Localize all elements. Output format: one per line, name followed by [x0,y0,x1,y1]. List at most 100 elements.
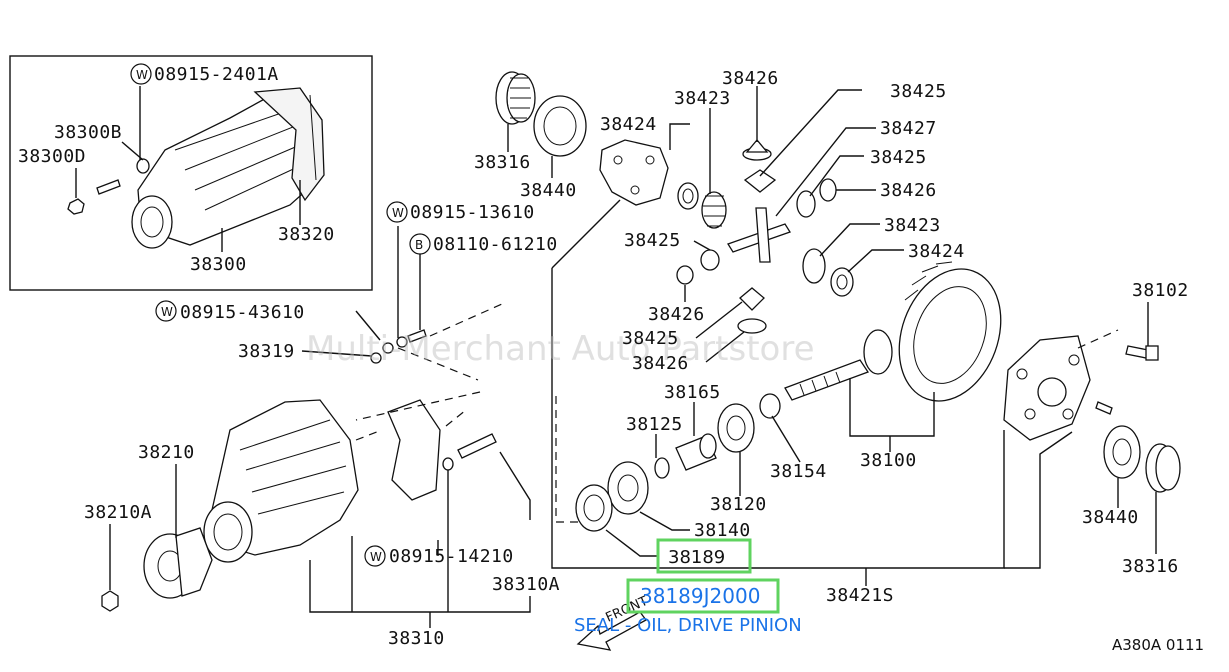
leader-38424-a [669,123,690,150]
bolt-08915-14210-drawing [442,433,497,471]
leader-38310A [499,451,531,520]
washer-38125-drawing [654,457,670,479]
bolt-38102-drawing [1125,345,1159,361]
label-38440-bot: 38440 [1082,507,1139,528]
assembly-dash-pinion [555,396,578,523]
w-letter-4: W [370,550,382,564]
bearing-38316-top-drawing [495,71,536,125]
leader-38100 [849,378,935,437]
label-38300D: 38300D [18,146,86,167]
w-circle-icon-2 [386,201,408,223]
leader-case-link [551,199,621,269]
leader-38319 [301,350,373,357]
pinion-mate-38426-drawing [742,138,772,161]
highlight-part-number-box[interactable] [626,578,780,614]
bracket-38421S [551,268,1005,569]
label-38100: 38100 [860,450,917,471]
bolt-08110-61210-drawing [407,329,427,343]
label-08915-14210: 08915-14210 [389,546,514,567]
label-38102: 38102 [1132,280,1189,301]
drive-pinion-drawing [784,329,893,401]
part-number-link[interactable]: 38189J2000 [640,584,760,608]
thrust-washer-38424-b-drawing [830,267,854,297]
label-38310: 38310 [388,628,445,649]
leader-38425-b [809,155,864,197]
pinion-gear-38425-drawing [743,169,777,193]
pinion-shaft-38427-drawing [727,207,791,263]
leader-08915-43610 [355,310,381,341]
washer-38426-c-drawing [676,265,694,285]
gasket-38310A-drawing [387,399,441,501]
bearing-38440-top-drawing [533,95,587,157]
label-08915-43610: 08915-43610 [180,302,305,323]
differential-case-drawing [599,139,669,206]
label-38210A: 38210A [84,502,152,523]
nut-38210A-drawing [101,590,119,612]
label-38423-b: 38423 [884,215,941,236]
label-38425-b: 38425 [870,147,927,168]
leader-38425-d [695,301,743,339]
ring-gear-drawing [898,261,1002,402]
leader-38424-b [847,249,904,273]
label-38423-a: 38423 [674,88,731,109]
label-38426-b: 38426 [880,180,937,201]
label-38300: 38300 [190,254,247,275]
leader-38189 [605,529,658,557]
bearing-38440-bot-drawing [1103,425,1141,479]
label-38310A: 38310A [492,574,560,595]
label-38440-top: 38440 [520,180,577,201]
diff-case-right-drawing [1003,335,1091,441]
bracket-38421S-right [1004,431,1073,569]
side-gear-38423-b-drawing [802,248,826,284]
pinion-gear-38425-b-drawing [796,190,816,218]
w-circle-icon-3 [155,300,177,322]
label-38316-bot: 38316 [1122,556,1179,577]
label-08110-61210: 08110-61210 [433,234,558,255]
label-38300B: 38300B [54,122,122,143]
w-letter-2: W [392,206,404,220]
highlight-38189-box[interactable] [656,538,752,574]
label-38426-c: 38426 [648,304,705,325]
dash-housing-top [355,391,481,421]
leader-38154 [771,415,801,463]
label-38320: 38320 [278,224,335,245]
leader-38427 [775,127,876,217]
label-38426-d: 38426 [632,353,689,374]
oil-seal-38189-drawing [575,484,613,532]
leader-38425-c [693,240,711,251]
label-38125: 38125 [626,414,683,435]
label-38425-d: 38425 [622,328,679,349]
thrust-washer-38424-drawing [677,182,699,210]
leader-38140 [639,511,690,531]
watermark: Multi-Merchant Auto Partstore [306,329,815,369]
front-arrow-icon [576,611,647,651]
pinion-38425-d-drawing [739,287,765,311]
leader-38425-a [759,89,862,177]
label-38120: 38120 [710,494,767,515]
spacer-38165-drawing [675,433,717,471]
nut-38319-drawing [370,352,382,364]
b-circle-icon [409,233,431,255]
b-letter: B [415,238,423,252]
label-08915-2401A: 08915-2401A [154,64,279,85]
label-38189[interactable]: 38189 [668,547,725,568]
label-38210: 38210 [138,442,195,463]
label-38424-b: 38424 [908,241,965,262]
w-circle-icon-1 [130,63,152,85]
bearing-38316-bot-drawing [1145,443,1181,493]
washer-fastener-08915-43610-drawing [382,336,408,354]
bracket-38310 [309,560,531,613]
w-circle-icon-4 [364,545,386,567]
leader-38426-d [705,331,745,363]
inset-frame [9,55,373,291]
diagram-code: A380A 0111 [1112,636,1204,654]
label-38426-a: 38426 [722,68,779,89]
label-38140: 38140 [694,520,751,541]
washer-38426-d-drawing [737,318,767,334]
dash-housing [355,409,467,441]
label-38421S: 38421S [826,585,894,606]
housing-38310-drawing [203,399,359,563]
bracket-38310-stems [351,470,449,612]
